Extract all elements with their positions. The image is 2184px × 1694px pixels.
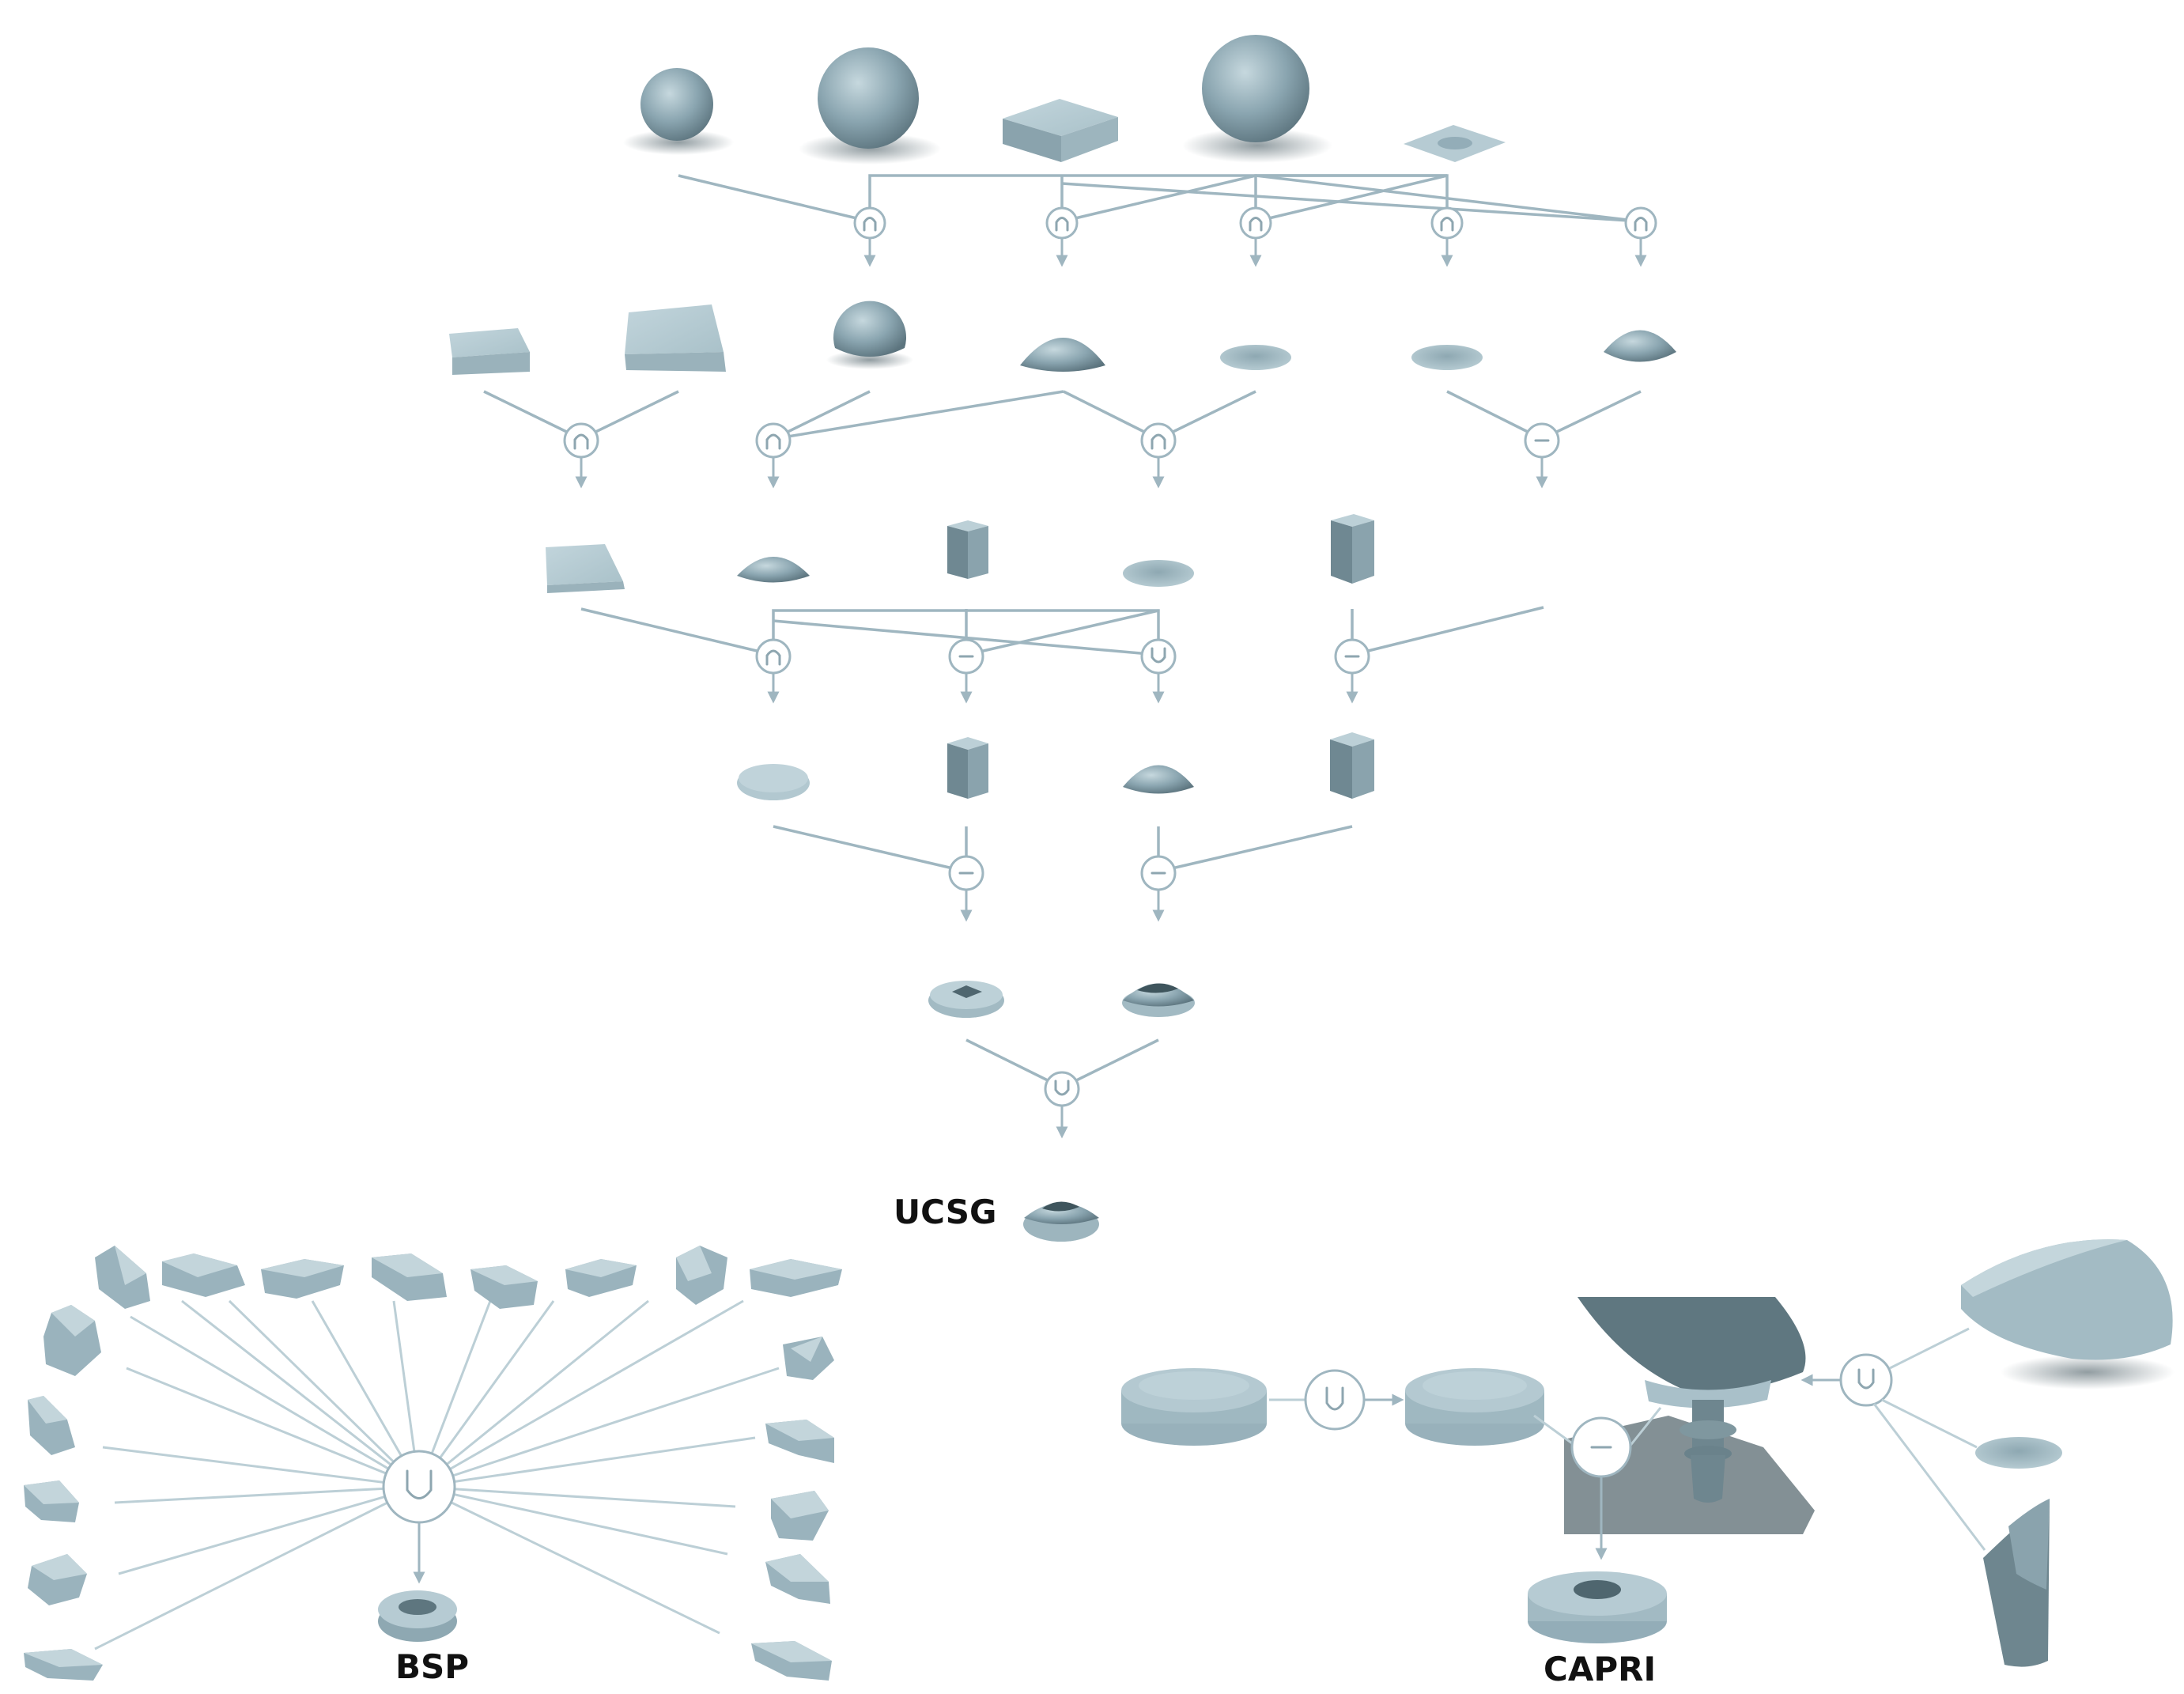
intersection-node	[853, 206, 886, 267]
union-node	[1800, 1327, 1986, 1551]
convex-piece	[771, 1491, 829, 1541]
ucsg-level3-edges	[773, 825, 1353, 873]
ucsg-level4-edges	[965, 1038, 1159, 1089]
dome-low	[737, 557, 810, 583]
ucsg-level0-edges	[678, 174, 1642, 223]
capri-union-cylinder	[1405, 1368, 1544, 1446]
box-slab-large	[625, 304, 726, 372]
ucsg-level1-edges	[483, 390, 1642, 441]
convex-piece	[43, 1305, 101, 1376]
ucsg-level0-primitives	[623, 35, 1506, 164]
ucsg-level1-operators	[563, 422, 1560, 489]
intersection-node	[563, 422, 599, 489]
convex-piece	[261, 1259, 344, 1299]
capri-primitive-wedge	[1961, 1239, 2175, 1390]
intersection-node	[755, 422, 792, 489]
ucsg-label: UCSG	[894, 1193, 996, 1231]
difference-node	[1334, 638, 1370, 704]
difference-node	[1524, 422, 1560, 489]
ucsg-level1-shapes	[449, 301, 1676, 375]
convex-piece	[95, 1246, 150, 1309]
intersection-node	[755, 638, 792, 704]
lens-disk	[1411, 345, 1483, 370]
capri-input-cylinder	[1121, 1368, 1267, 1446]
sphere-large	[818, 47, 919, 149]
convex-piece	[24, 1649, 103, 1681]
sphere-small	[640, 68, 713, 141]
disk-with-square-hole	[928, 981, 1004, 1018]
bsp-diagram: BSP	[24, 1246, 842, 1686]
ucsg-level3-shapes	[737, 732, 1374, 800]
convex-piece	[676, 1246, 727, 1305]
plate-with-dip	[1404, 125, 1506, 162]
ucsg-level4-shapes	[928, 981, 1195, 1018]
convex-piece	[470, 1265, 538, 1309]
ucsg-level2-shapes	[546, 514, 1374, 593]
convex-piece	[162, 1253, 245, 1297]
capri-primitive-cone	[1983, 1499, 2050, 1667]
intersection-node	[1624, 206, 1657, 267]
difference-node	[948, 638, 984, 704]
convex-piece	[28, 1396, 75, 1455]
capri-assembled-part	[1578, 1297, 1806, 1503]
box-flat	[1003, 99, 1118, 162]
intersection-node	[1430, 206, 1464, 267]
tall-box	[1331, 514, 1374, 584]
convex-piece	[24, 1480, 79, 1522]
union-node	[382, 1450, 456, 1584]
dome-low	[1123, 765, 1194, 794]
capri-diagram: CAPRI	[1121, 1239, 2175, 1688]
lens-convex	[1604, 330, 1676, 362]
convex-piece	[765, 1554, 830, 1604]
difference-node	[1533, 1407, 1662, 1560]
union-node	[1269, 1369, 1404, 1431]
intersection-node	[1239, 206, 1272, 267]
sphere-xlarge	[1202, 35, 1309, 142]
lens-disk	[1220, 345, 1291, 370]
bsp-result-shape	[378, 1590, 457, 1642]
tall-box	[1330, 732, 1374, 799]
box-slab-small	[449, 328, 530, 375]
ucsg-tree: UCSG	[449, 35, 1676, 1242]
ucsg-result-shape	[1023, 1201, 1099, 1242]
convex-piece	[565, 1259, 637, 1297]
difference-node	[948, 855, 984, 922]
intersection-node	[1045, 206, 1079, 267]
bsp-convex-pieces	[24, 1246, 842, 1681]
ucsg-level3-operators	[948, 855, 1177, 922]
dome-low	[1020, 338, 1105, 372]
ucsg-level2-edges	[580, 606, 1544, 656]
capri-label: CAPRI	[1544, 1650, 1656, 1688]
convex-piece	[751, 1641, 832, 1681]
convex-piece	[783, 1337, 834, 1380]
union-node	[1140, 638, 1177, 704]
ucsg-level0-operators	[853, 206, 1657, 267]
tall-box	[947, 737, 988, 799]
union-node	[1044, 1071, 1080, 1139]
lens-disk	[1123, 560, 1194, 587]
convex-piece	[750, 1259, 842, 1297]
tall-box	[947, 520, 988, 579]
capri-primitive-disk	[1975, 1437, 2062, 1469]
intersection-node	[1140, 422, 1177, 489]
difference-node	[1140, 855, 1177, 922]
convex-piece	[28, 1554, 87, 1605]
convex-piece	[372, 1253, 447, 1301]
box-slab-tilted	[546, 544, 625, 593]
bsp-label: BSP	[395, 1647, 469, 1686]
capri-result-shape	[1528, 1571, 1667, 1643]
ucsg-level2-operators	[755, 638, 1370, 704]
convex-piece	[765, 1420, 834, 1463]
dome-with-dent	[1122, 983, 1195, 1017]
sphere-cap	[833, 301, 906, 357]
